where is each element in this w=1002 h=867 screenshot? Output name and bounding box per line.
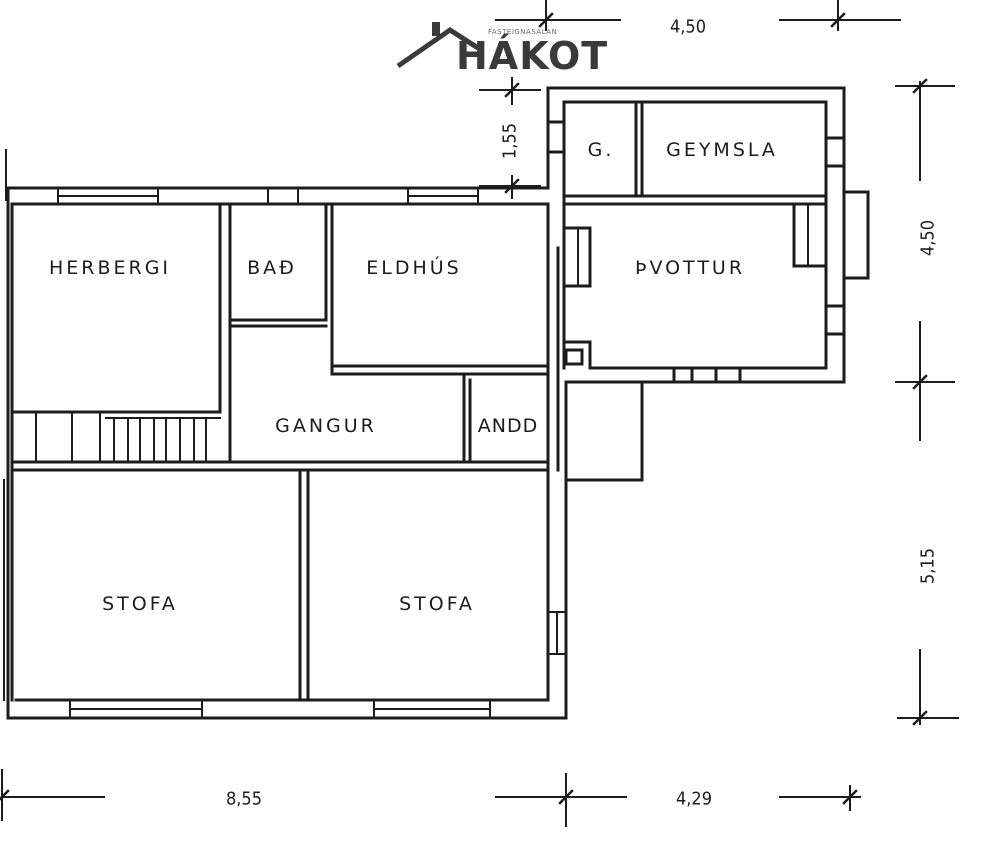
room-label-stofa-left: STOFA (102, 593, 178, 615)
stairs (35, 411, 221, 463)
connector-walls (546, 88, 644, 482)
logo-tagline: FASTEIGNASALAN (488, 28, 558, 36)
dimension-annex-offset: 1,55 (499, 122, 521, 160)
room-label-stofa-right: STOFA (399, 593, 475, 615)
room-label-thvottur: ÞVOTTUR (634, 257, 746, 279)
dimension-bottom-right: 4,29 (675, 788, 713, 810)
dimension-ticks (0, 12, 928, 805)
room-label-eldhus: ELDHÚS (366, 257, 462, 279)
dimension-right-upper: 4,50 (917, 219, 939, 257)
dimension-bottom-left: 8,55 (225, 788, 263, 810)
windows (3, 189, 565, 717)
annex-walls (546, 86, 870, 384)
logo-brand: HÁKOT (456, 34, 609, 78)
main-outer-walls (6, 186, 568, 720)
room-label-herbergi: HERBERGI (48, 257, 172, 279)
dimension-top-width: 4,50 (669, 16, 707, 38)
main-inner-walls (10, 202, 550, 702)
logo: FASTEIGNASALAN HÁKOT (394, 14, 634, 78)
logo-roof-icon (396, 22, 480, 69)
room-label-g: G. (587, 139, 615, 161)
room-label-gangur: GANGUR (275, 415, 377, 437)
dimension-lines (1, 0, 959, 827)
room-label-bad: BAÐ (247, 257, 297, 279)
room-label-andd: ANDD (477, 415, 539, 437)
room-label-geymsla: GEYMSLA (666, 139, 778, 161)
dimension-right-lower: 5,15 (917, 547, 939, 585)
